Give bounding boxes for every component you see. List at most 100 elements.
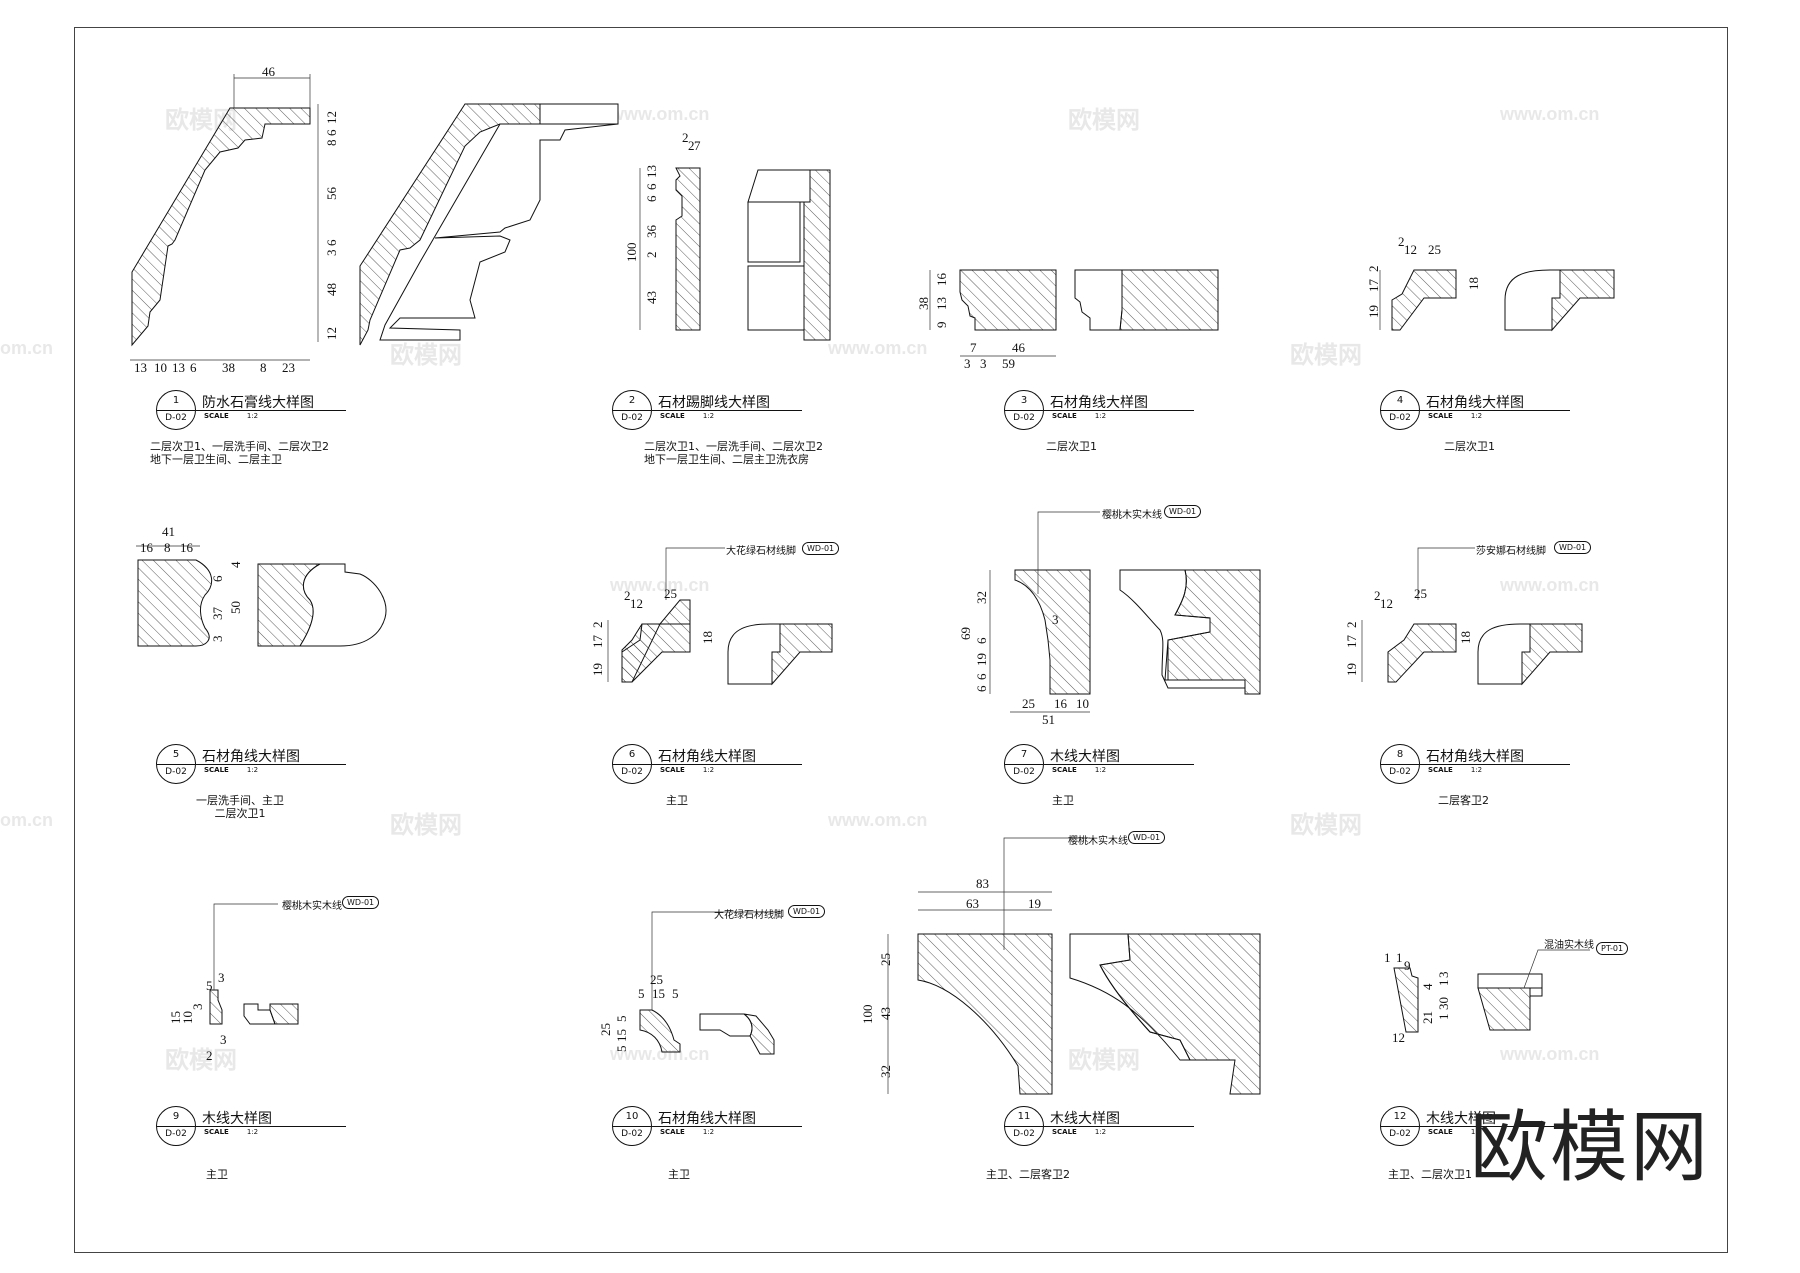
d1-dim-bottom: 23 (282, 360, 295, 375)
detail-bubble: 1 D-02 (156, 390, 196, 430)
d2-dim-top: 2 (682, 130, 689, 145)
d6-dim-right: 18 (700, 631, 715, 644)
watermark-brand: 欧模网 (1290, 342, 1362, 369)
d2-dim-left: 2 (644, 252, 659, 259)
detail-title: 石材角线大样图 (658, 749, 756, 765)
d3-dim-bottom: 7 (970, 340, 977, 355)
detail-location: 主卫、二层客卫2 (986, 1168, 1070, 1181)
d3-dim-bottom: 46 (1012, 340, 1026, 355)
detail-title: 石材角线大样图 (1050, 395, 1148, 411)
detail-sheet-ref: D-02 (621, 1129, 643, 1139)
detail-sheet-ref: D-02 (621, 413, 643, 423)
detail-sheet-ref: D-02 (1013, 1129, 1035, 1139)
d12-dim-right: 4 (1420, 983, 1435, 990)
watermark-url: om.cn (0, 810, 54, 830)
d1-dim-right: 12 (324, 327, 339, 340)
d2-dim-top: 2 (688, 138, 695, 153)
d10-dim-top: 5 (672, 986, 679, 1001)
d8-dim-top: 2 (1374, 588, 1381, 603)
d11-dim-left: 43 (878, 1007, 893, 1020)
d4-dim-top: 25 (1428, 242, 1441, 257)
d1-dim-right: 48 (324, 283, 339, 296)
detail-1-profile-b (359, 103, 619, 346)
d8-dim-left: 17 (1344, 635, 1359, 649)
d3-dim-bottom: 3 (980, 356, 987, 371)
d8-dim-left: 2 (1344, 622, 1359, 629)
detail-number: 1 (172, 395, 180, 406)
drawing-frame (74, 27, 1728, 1253)
detail-9-profile-a (209, 989, 223, 1025)
d1-dim-right: 56 (324, 187, 339, 201)
d12-dim-right: 1 (1436, 980, 1451, 987)
d7-dim-bottom: 10 (1076, 696, 1089, 711)
detail-bubble: 10 D-02 (612, 1106, 652, 1146)
detail-bubble: 8 D-02 (1380, 744, 1420, 784)
detail-2-profile-b (747, 169, 831, 341)
d1-dim-right: 12 (324, 111, 339, 124)
d11-material-code: WD-01 (1128, 831, 1166, 844)
detail-3-profile-b (1074, 269, 1219, 331)
d6-dim-left: 19 (590, 663, 605, 676)
detail-number: 11 (1017, 1111, 1031, 1122)
d7-callout-label: 樱桃木实木线 (1102, 510, 1162, 521)
detail-location: 主卫 (668, 1168, 690, 1181)
d2-dim-total: 100 (624, 243, 639, 263)
d2-dim-left: 6 (644, 195, 659, 202)
watermark-brand: 欧模网 (1068, 1047, 1140, 1074)
detail-bubble: 11 D-02 (1004, 1106, 1044, 1146)
d8-dim-top: 25 (1414, 586, 1427, 601)
detail-sheet-ref: D-02 (1389, 767, 1411, 777)
brand-watermark: 欧模网 (1470, 1103, 1711, 1193)
d1-dim-bottom: 38 (222, 360, 235, 375)
d7-dim-bottom: 16 (1054, 696, 1068, 711)
detail-number: 4 (1396, 395, 1404, 406)
d9-dim-left: 5 (206, 978, 213, 993)
detail-4-profile-b (1504, 269, 1615, 332)
d5-dim-top: 41 (162, 524, 175, 539)
detail-12-callout (1523, 949, 1590, 989)
detail-6-profile-a (621, 599, 691, 683)
d11-dim-top: 83 (976, 876, 989, 891)
detail-10-profile-b (699, 1013, 775, 1055)
detail-6-callout (665, 547, 725, 600)
detail-title: 木线大样图 (1050, 749, 1120, 765)
detail-title: 石材角线大样图 (202, 749, 300, 765)
d10-dim-top: 15 (652, 986, 665, 1001)
detail-number: 9 (172, 1111, 180, 1122)
detail-7-profile-b (1119, 569, 1261, 695)
detail-title: 石材角线大样图 (1426, 395, 1524, 411)
detail-location: 二层次卫1 (1046, 440, 1097, 453)
d3-dim-left: 13 (934, 297, 949, 310)
detail-number: 8 (1396, 749, 1404, 760)
detail-2-dimensions: 2 2 7 6 13 6 36 2 43 100 (624, 130, 701, 330)
detail-6-dimensions: 2 12 25 2 17 19 18 (590, 586, 715, 682)
detail-location: 主卫 (206, 1168, 228, 1181)
d7-dim-left: 32 (974, 591, 989, 604)
detail-number: 7 (1020, 749, 1028, 760)
detail-title: 石材角线大样图 (658, 1111, 756, 1127)
detail-sheet-ref: D-02 (621, 767, 643, 777)
detail-5-profile-a (137, 559, 213, 647)
d5-dim-right: 6 (210, 575, 225, 582)
detail-bubble: 2 D-02 (612, 390, 652, 430)
detail-3-dimensions: 16 13 9 38 7 46 3 3 59 (916, 270, 1056, 371)
detail-7-callout (1037, 511, 1100, 594)
d6-dim-left: 17 (590, 635, 605, 649)
d9-dim-left: 10 (180, 1011, 195, 1024)
d5-dim-right: 50 (228, 601, 243, 614)
d6-dim-top: 12 (630, 596, 643, 611)
detail-9-profile-b (243, 1003, 299, 1025)
d1-dim-bottom: 6 (190, 360, 197, 375)
d7-dim-left: 19 (974, 653, 989, 666)
detail-sheet-ref: D-02 (1389, 1129, 1411, 1139)
d4-dim-top: 12 (1404, 242, 1417, 257)
detail-title: 木线大样图 (1050, 1111, 1120, 1127)
d4-dim-top: 2 (1398, 234, 1405, 249)
detail-bubble: 9 D-02 (156, 1106, 196, 1146)
